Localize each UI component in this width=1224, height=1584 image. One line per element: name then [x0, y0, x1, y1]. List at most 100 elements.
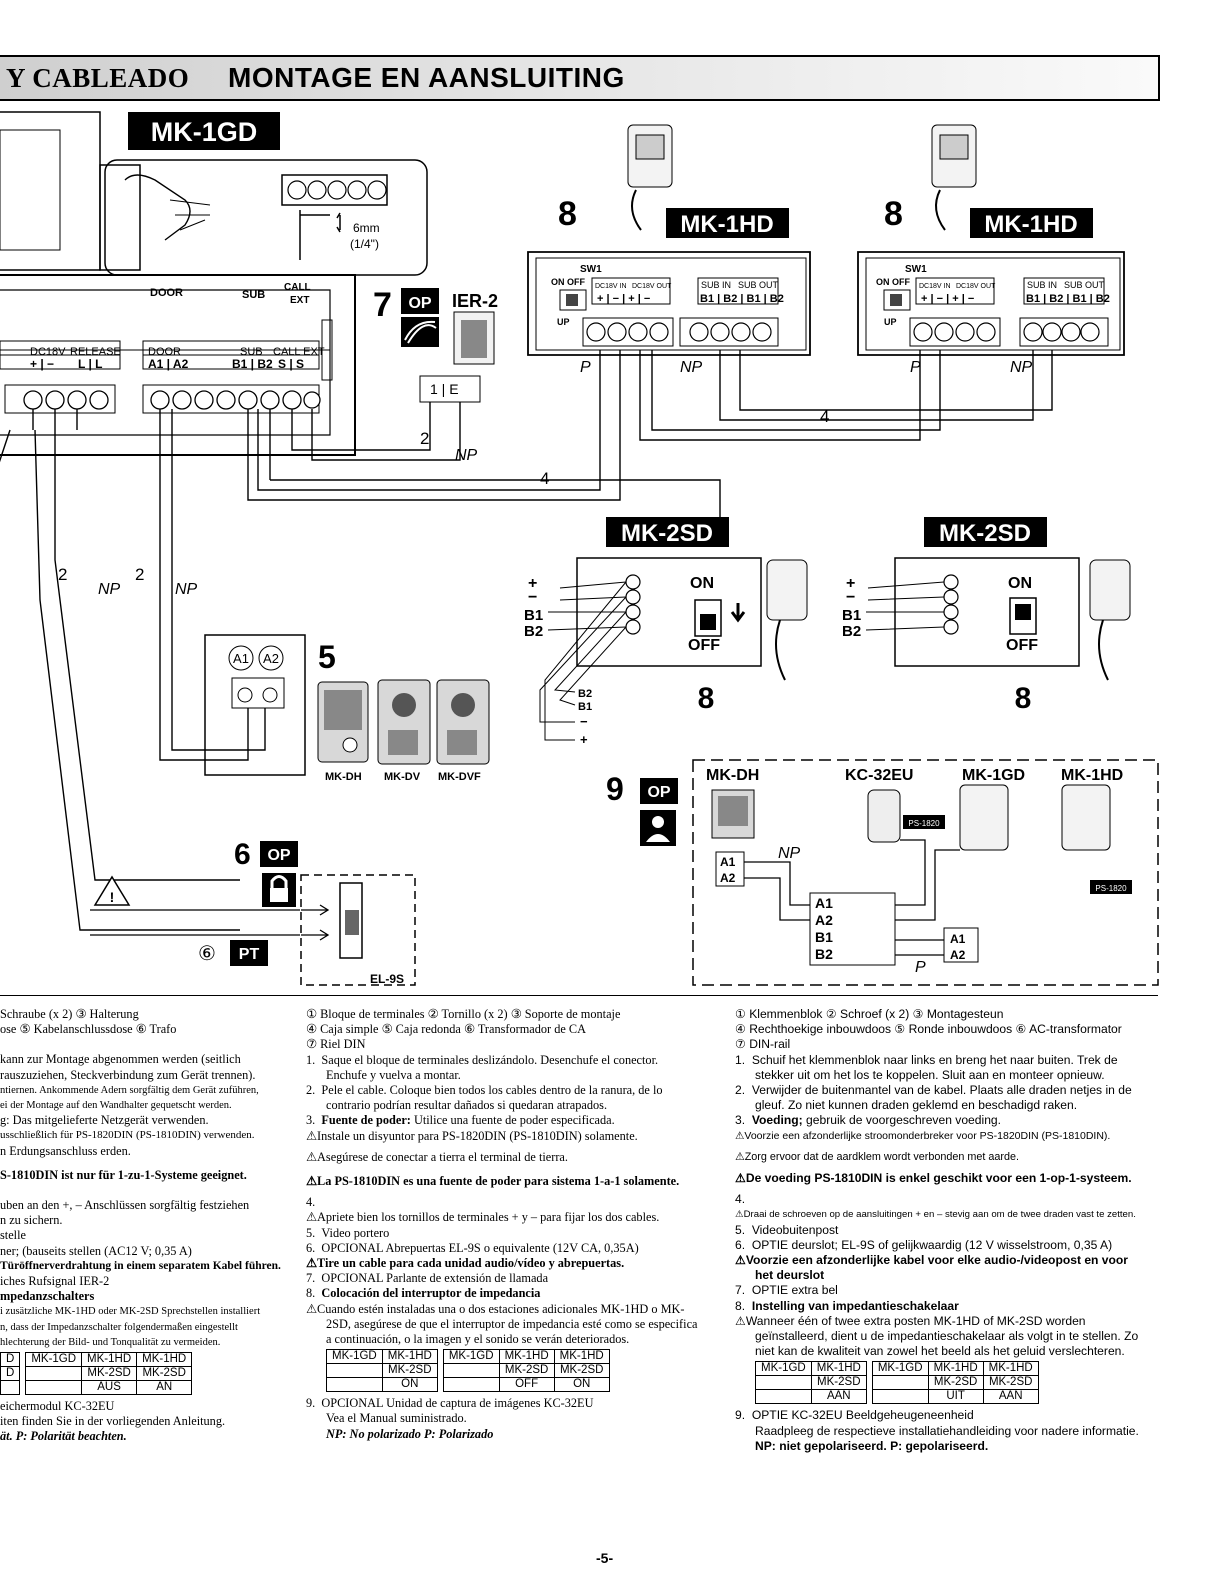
label-dc18v: DC18V — [30, 346, 66, 358]
mk1hd-1: 8 MK-1HD SW1 ON OFF DC18V IN DC18V OUT +… — [527, 124, 811, 376]
es-table-cell: MK-1HD — [498, 1349, 555, 1365]
ier2-terminal-label: 1 | E — [430, 381, 459, 397]
es-line: Enchufe y vuelva a montar. — [326, 1067, 461, 1082]
label-callext-term: CALL EXT — [273, 346, 325, 358]
es-table-cell: MK-2SD — [498, 1363, 555, 1379]
wire-count-hd: 4 — [820, 407, 829, 426]
mk2sd-1-b1: B1 — [524, 607, 543, 624]
nl-table-cell: MK-2SD — [927, 1375, 984, 1391]
mk1gd-badge — [128, 112, 280, 150]
es-num: 2. — [306, 1083, 316, 1098]
nl-line: gleuf. Zo niet kunnen draden geklemd en … — [755, 1098, 1078, 1113]
mk1hd-1-subout: SUB OUT — [738, 280, 779, 290]
es-table-cell: MK-2SD — [553, 1363, 610, 1379]
wiring-diagram: DC18V RELEASE + | − L | L DOOR SUB CALL … — [0, 111, 1159, 986]
nl-num: 8. — [735, 1298, 746, 1313]
wire-count-main: 4 — [540, 469, 549, 488]
es-line: ① Bloque de terminales ② Tornillo (x 2) … — [306, 1007, 621, 1021]
es-line: OPCIONAL Unidad de captura de imágenes K… — [321, 1396, 594, 1411]
de-line: Schraube (x 2) ③ Halterung — [0, 1007, 139, 1021]
mk2sd-2-minus: − — [846, 589, 855, 606]
banner-title-nl: MONTAGE EN AANSLUITING — [228, 62, 625, 93]
wiring-lines — [0, 350, 1053, 931]
de-table-cell: AN — [136, 1380, 193, 1396]
nl-line: OPTIE extra bel — [751, 1283, 838, 1298]
label-door-term: DOOR — [148, 346, 181, 358]
warning-icon: ⚠ — [306, 1256, 318, 1271]
nl-table-cell: MK-1GD — [755, 1361, 812, 1377]
wire-count-ier2: 2 — [420, 429, 429, 448]
de-line: ose ⑤ Kabelanschlussdose ⑥ Trafo — [0, 1022, 177, 1037]
nl-table-cell: AAN — [810, 1389, 867, 1405]
np-ier2: NP — [455, 447, 478, 464]
de-line: ntiernen. Ankommende Adern sorgfältig de… — [0, 1084, 259, 1096]
mk1hd-1-dcin: DC18V IN — [595, 283, 627, 290]
warning-icon: ⚠ — [306, 1149, 318, 1164]
wire-count-left: 2 — [58, 565, 67, 584]
nl-line: stekker uit om het los te koppelen. Slui… — [755, 1067, 1105, 1082]
page-number: -5- — [596, 1550, 614, 1566]
door-stations: A1 A2 5 MK-DH MK-DV MK-DVF — [204, 634, 490, 783]
detail-callout — [99, 159, 428, 276]
de-line: ner; (bauseits stellen (AC12 V; 0,35 A) — [0, 1243, 192, 1258]
pt-label: PT — [239, 946, 260, 963]
mk2sd-1-plus: + — [528, 575, 537, 592]
ps1820-label-2: PS-1820 — [1095, 884, 1127, 893]
mk1hd-2-up: UP — [884, 317, 897, 327]
mk2sd-1-minus-out: − — [580, 714, 588, 729]
nl-table-cell: MK-2SD — [982, 1375, 1039, 1391]
nl-line: OPTIE KC-32EU Beeldgeheugeneenheid — [751, 1408, 974, 1423]
nl-line: ① Klemmenblok ② Schroef (x 2) ③ Montages… — [735, 1007, 1004, 1021]
op-label-6: OP — [267, 847, 290, 864]
nl-line: De voeding PS-1810DIN is enkel geschikt … — [745, 1171, 1132, 1186]
es-line: Fuente de poder: — [321, 1113, 411, 1128]
warning-icon: ⚠ — [735, 1171, 746, 1186]
de-line: mpedanzschalters — [0, 1289, 95, 1304]
de-line: i zusätzliche MK-1HD oder MK-2SD Sprechs… — [0, 1306, 261, 1318]
nl-num: 4. — [735, 1192, 746, 1207]
es-line: OPCIONAL Abrepuertas EL-9S o equivalente… — [321, 1240, 639, 1255]
de-line: iches Rufsignal IER-2 — [0, 1274, 110, 1289]
de-line: eichermodul KC-32EU — [0, 1399, 115, 1414]
es-line: Video portero — [321, 1225, 390, 1240]
ier2-grille — [461, 320, 487, 358]
de-table-cell: MK-2SD — [81, 1366, 138, 1382]
nl-line: Raadpleeg de respectieve installatiehand… — [755, 1423, 1139, 1438]
label-call-hdr: CALL — [284, 282, 311, 293]
mk1hd-2-title: MK-1HD — [984, 211, 1077, 238]
nl-line: Verwijder de buitenmantel van de kabel. … — [751, 1083, 1132, 1098]
label-sub-term: SUB — [240, 346, 263, 358]
nl-line: Wanneer één of twee extra posten MK-1HD … — [745, 1313, 1086, 1328]
mk2sd-2-b2: B2 — [842, 623, 861, 640]
es-num: 1. — [306, 1052, 316, 1067]
label-mkdv: MK-DV — [384, 771, 421, 783]
es-line: Asegúrese de conectar a tierra el termin… — [317, 1149, 568, 1164]
box9-a2-right: A2 — [950, 948, 966, 962]
de-table-cell: MK-1GD — [25, 1352, 83, 1368]
box9-a1-left: A1 — [720, 855, 736, 869]
mk1hd-2-sw1: SW1 — [905, 264, 927, 275]
mk2sd-2: MK-2SD + − B1 B2 ON OFF 8 — [842, 517, 1131, 715]
mk2sd-1-on: ON — [690, 575, 714, 592]
mk1hd-1-onoff: ON OFF — [551, 277, 585, 287]
mk1hd-2-p: P — [910, 359, 921, 376]
box9-mk1hd: MK-1HD — [1061, 767, 1123, 784]
nl-line: ⑦ DIN-rail — [735, 1037, 791, 1052]
strip-length: 6mm — [353, 221, 380, 235]
mk2sd-1-b1-out: B1 — [578, 701, 592, 713]
de-line: n, dass der Impedanzschalter folgenderma… — [0, 1321, 238, 1333]
item-9-number: 9 — [606, 771, 624, 807]
image-capture-block: 9 OP MK-DH KC-32EU MK-1GD MK-1HD PS-1820… — [606, 759, 1159, 986]
box9-mk1gd: MK-1GD — [962, 767, 1025, 784]
mk2sd-1-plus-out: + — [580, 732, 588, 747]
mk2sd-1-minus: − — [528, 589, 537, 606]
mk1hd-1-title: MK-1HD — [680, 211, 773, 238]
ps1820-label-1: PS-1820 — [908, 819, 940, 828]
es-num: 8. — [306, 1286, 316, 1301]
op-badge-7 — [401, 288, 439, 314]
mk1hd-1-pm: + | − | + | − — [597, 293, 650, 305]
es-num: 3. — [306, 1113, 316, 1128]
ier2-label: IER-2 — [452, 291, 498, 311]
mk2sd-2-num: 8 — [1015, 682, 1032, 715]
